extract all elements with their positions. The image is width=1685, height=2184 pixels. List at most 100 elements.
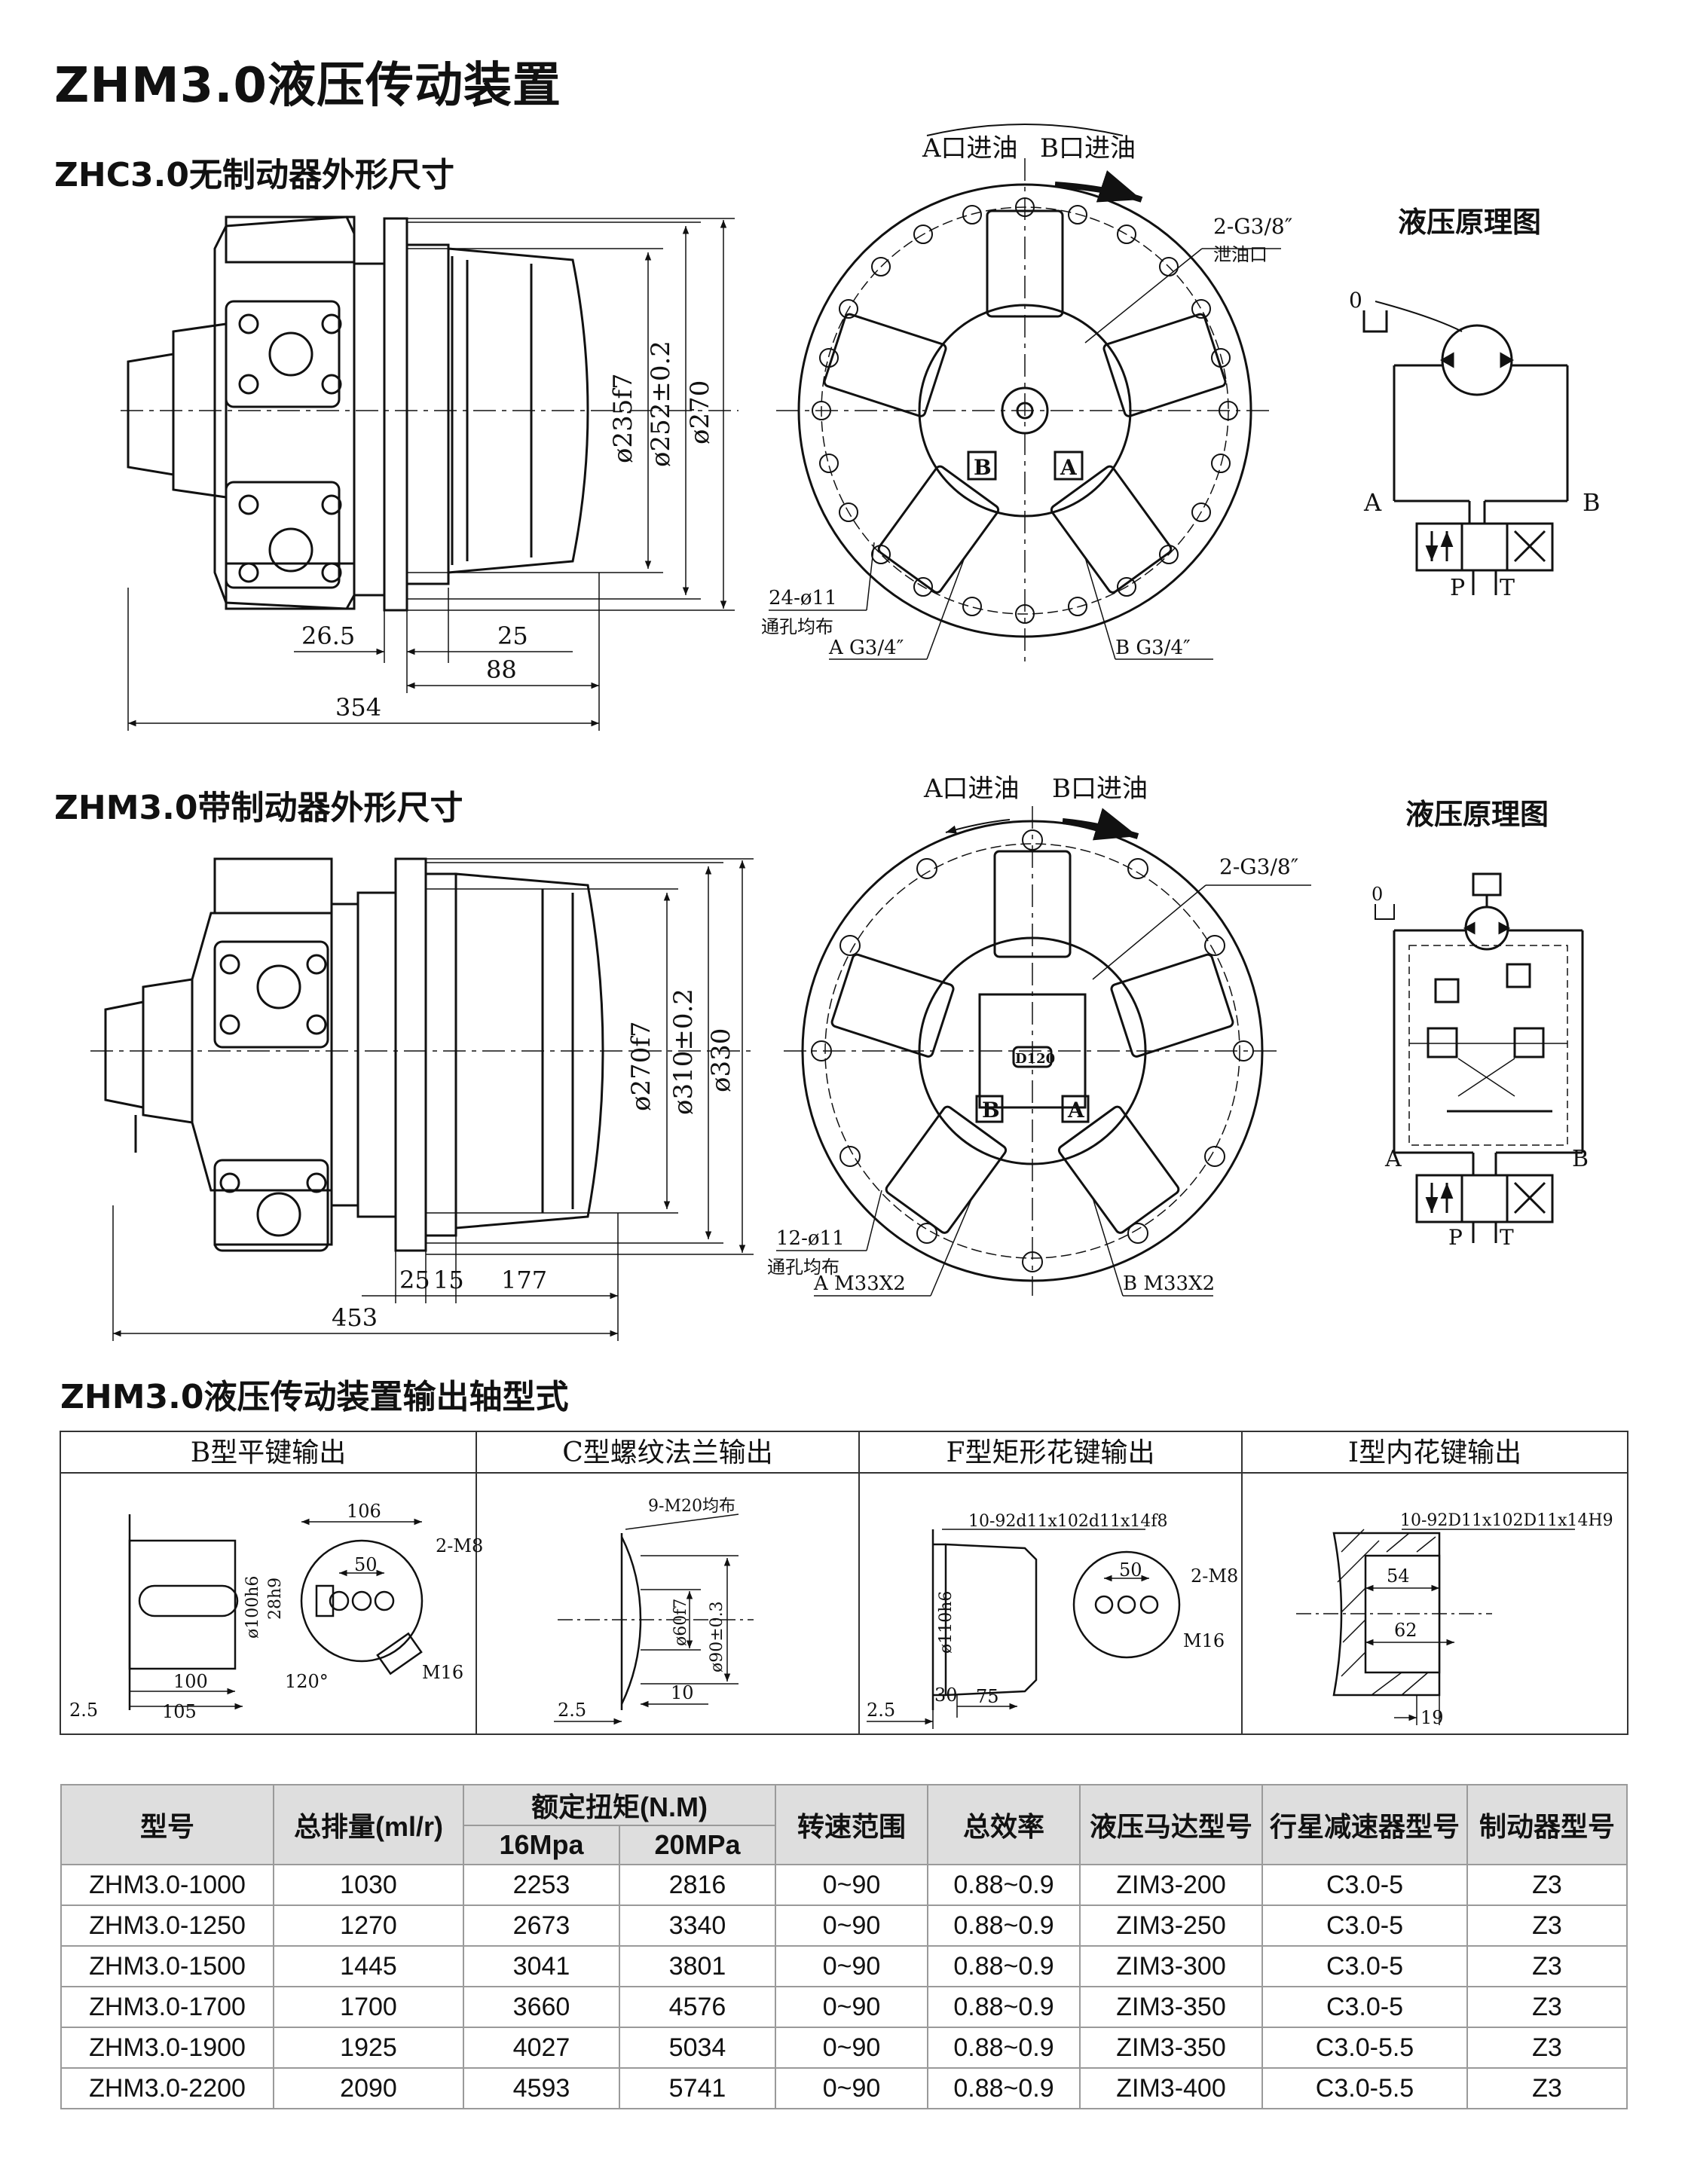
dim-l3-s2: 177 — [501, 1266, 547, 1294]
cell-reducer: C3.0-5 — [1261, 1864, 1468, 1906]
front-view-1 — [769, 124, 1281, 663]
shaft-col-b: B型平键输出 — [191, 1437, 346, 1468]
cell-brake: Z3 — [1466, 1945, 1628, 1987]
schematic-1 — [1362, 301, 1569, 595]
dim-d2-s2: ø310±0.2 — [668, 988, 699, 1115]
th-reducer: 行星减速器型号 — [1261, 1784, 1468, 1865]
cell-eff: 0.88~0.9 — [927, 2067, 1081, 2109]
sch2-o: 0 — [1372, 884, 1383, 905]
shaft-types-grid — [60, 1431, 1628, 1735]
shaft-b-dim-5: 100 — [173, 1671, 208, 1692]
sch2-p: P — [1448, 1225, 1463, 1250]
shaft-b-dim-2: 2-M8 — [436, 1535, 483, 1556]
cell-speed: 0~90 — [775, 1986, 928, 2028]
side-view-2 — [90, 857, 754, 1341]
cell-disp: 1030 — [273, 1864, 464, 1906]
schematic-2 — [1375, 872, 1584, 1243]
page-title: ZHM3.0液压传动装置 — [54, 58, 562, 114]
cell-eff: 0.88~0.9 — [927, 1945, 1081, 1987]
shaft-i-drawing — [1296, 1529, 1575, 1725]
shaft-b-dim-7: 2.5 — [69, 1700, 98, 1721]
cell-motor: ZIM3-200 — [1079, 1864, 1263, 1906]
cell-motor: ZIM3-400 — [1079, 2067, 1263, 2109]
cell-t16: 2673 — [463, 1905, 620, 1947]
shaft-f-dim-1: 50 — [1119, 1559, 1142, 1581]
shaft-b-dim-0: 106 — [347, 1501, 381, 1522]
dim-d3-s1: ø270 — [685, 380, 715, 444]
shaft-i-dim-2: 62 — [1394, 1620, 1417, 1641]
cell-motor: ZIM3-250 — [1079, 1905, 1263, 1947]
shaft-i-dim-0: 10-92D11x102D11x14H9 — [1400, 1511, 1613, 1530]
cell-reducer: C3.0-5 — [1261, 1986, 1468, 2028]
sch2-b: B — [1572, 1146, 1589, 1172]
shaft-col-f: F型矩形花键输出 — [946, 1437, 1155, 1468]
cell-reducer: C3.0-5 — [1261, 1945, 1468, 1987]
cell-eff: 0.88~0.9 — [927, 1986, 1081, 2028]
holes-desc-2: 通孔均布 — [767, 1257, 839, 1278]
drain-desc-1: 泄油口 — [1213, 244, 1268, 265]
cell-disp: 2090 — [273, 2067, 464, 2109]
holes-desc-1: 通孔均布 — [761, 616, 833, 637]
sch2-t: T — [1500, 1225, 1514, 1250]
cell-reducer: C3.0-5 — [1261, 1905, 1468, 1947]
th-torque: 额定扭矩(N.M) — [463, 1784, 776, 1826]
shaft-b-dim-6: 105 — [162, 1701, 197, 1722]
shaft-c-dim-2: ø90±0.3 — [708, 1601, 726, 1672]
shaft-col-c: C型螺纹法兰输出 — [562, 1437, 773, 1468]
port-b-label-2: B M33X2 — [1123, 1272, 1215, 1295]
shaft-b-dim-9: M16 — [422, 1662, 463, 1683]
th-brake: 制动器型号 — [1466, 1784, 1628, 1865]
th-disp: 总排量(ml/r) — [273, 1784, 464, 1865]
cell-brake: Z3 — [1466, 2067, 1628, 2109]
cell-model: ZHM3.0-1500 — [60, 1945, 274, 1987]
front-view-2 — [776, 806, 1311, 1297]
cell-speed: 0~90 — [775, 1945, 928, 1987]
sch1-p: P — [1450, 575, 1465, 601]
shaft-c-dim-0: 9-M20均布 — [648, 1497, 735, 1516]
cell-disp: 1700 — [273, 1986, 464, 2028]
sch1-o: 0 — [1349, 288, 1362, 313]
shaft-b-dim-8: 120° — [285, 1671, 329, 1692]
dim-d3-s2: ø330 — [706, 1028, 736, 1092]
a-in-label-1: A口进油 — [922, 133, 1018, 163]
cell-t20: 2816 — [619, 1864, 776, 1906]
cell-reducer: C3.0-5.5 — [1261, 2067, 1468, 2109]
spec-table: 型号 总排量(ml/r) 额定扭矩(N.M) 转速范围 总效率 液压马达型号 行… — [60, 1784, 1628, 2109]
port-b-mark-1: B — [974, 455, 992, 480]
th-model: 型号 — [60, 1784, 274, 1865]
cell-motor: ZIM3-350 — [1079, 2027, 1263, 2069]
cell-motor: ZIM3-350 — [1079, 1986, 1263, 2028]
port-a-label-2: A M33X2 — [813, 1272, 906, 1295]
th-speed: 转速范围 — [775, 1784, 928, 1865]
section3-title: ZHM3.0液压传动装置输出轴型式 — [60, 1378, 569, 1416]
plug-label-2: D120 — [1015, 1051, 1055, 1067]
shaft-f-dim-0: 10-92d11x102d11x14f8 — [968, 1512, 1168, 1531]
cell-brake: Z3 — [1466, 1986, 1628, 2028]
dim-l2-s1: 25 — [497, 622, 528, 650]
cell-speed: 0~90 — [775, 2027, 928, 2069]
th-t20: 20MPa — [619, 1825, 776, 1865]
drain-label-2: 2-G3/8″ — [1219, 854, 1298, 879]
shaft-b-drawing — [128, 1514, 424, 1710]
schematic1-title: 液压原理图 — [1398, 206, 1542, 239]
cell-brake: Z3 — [1466, 2027, 1628, 2069]
a-in-label-2: A口进油 — [923, 774, 1020, 804]
shaft-f-dim-2: 2-M8 — [1191, 1565, 1238, 1587]
cell-model: ZHM3.0-1700 — [60, 1986, 274, 2028]
shaft-col-i: I型内花键输出 — [1348, 1437, 1521, 1468]
dim-l1-s2: 25 — [399, 1266, 430, 1294]
cell-t16: 4027 — [463, 2027, 620, 2069]
shaft-i-dim-1: 54 — [1387, 1565, 1410, 1587]
sch2-a: A — [1384, 1146, 1402, 1172]
cell-t20: 5034 — [619, 2027, 776, 2069]
cell-motor: ZIM3-300 — [1079, 1945, 1263, 1987]
th-t16: 16Mpa — [463, 1825, 620, 1865]
cell-brake: Z3 — [1466, 1864, 1628, 1906]
cell-eff: 0.88~0.9 — [927, 1905, 1081, 1947]
shaft-b-dim-4: 28h9 — [266, 1578, 285, 1620]
cell-t16: 3660 — [463, 1986, 620, 2028]
